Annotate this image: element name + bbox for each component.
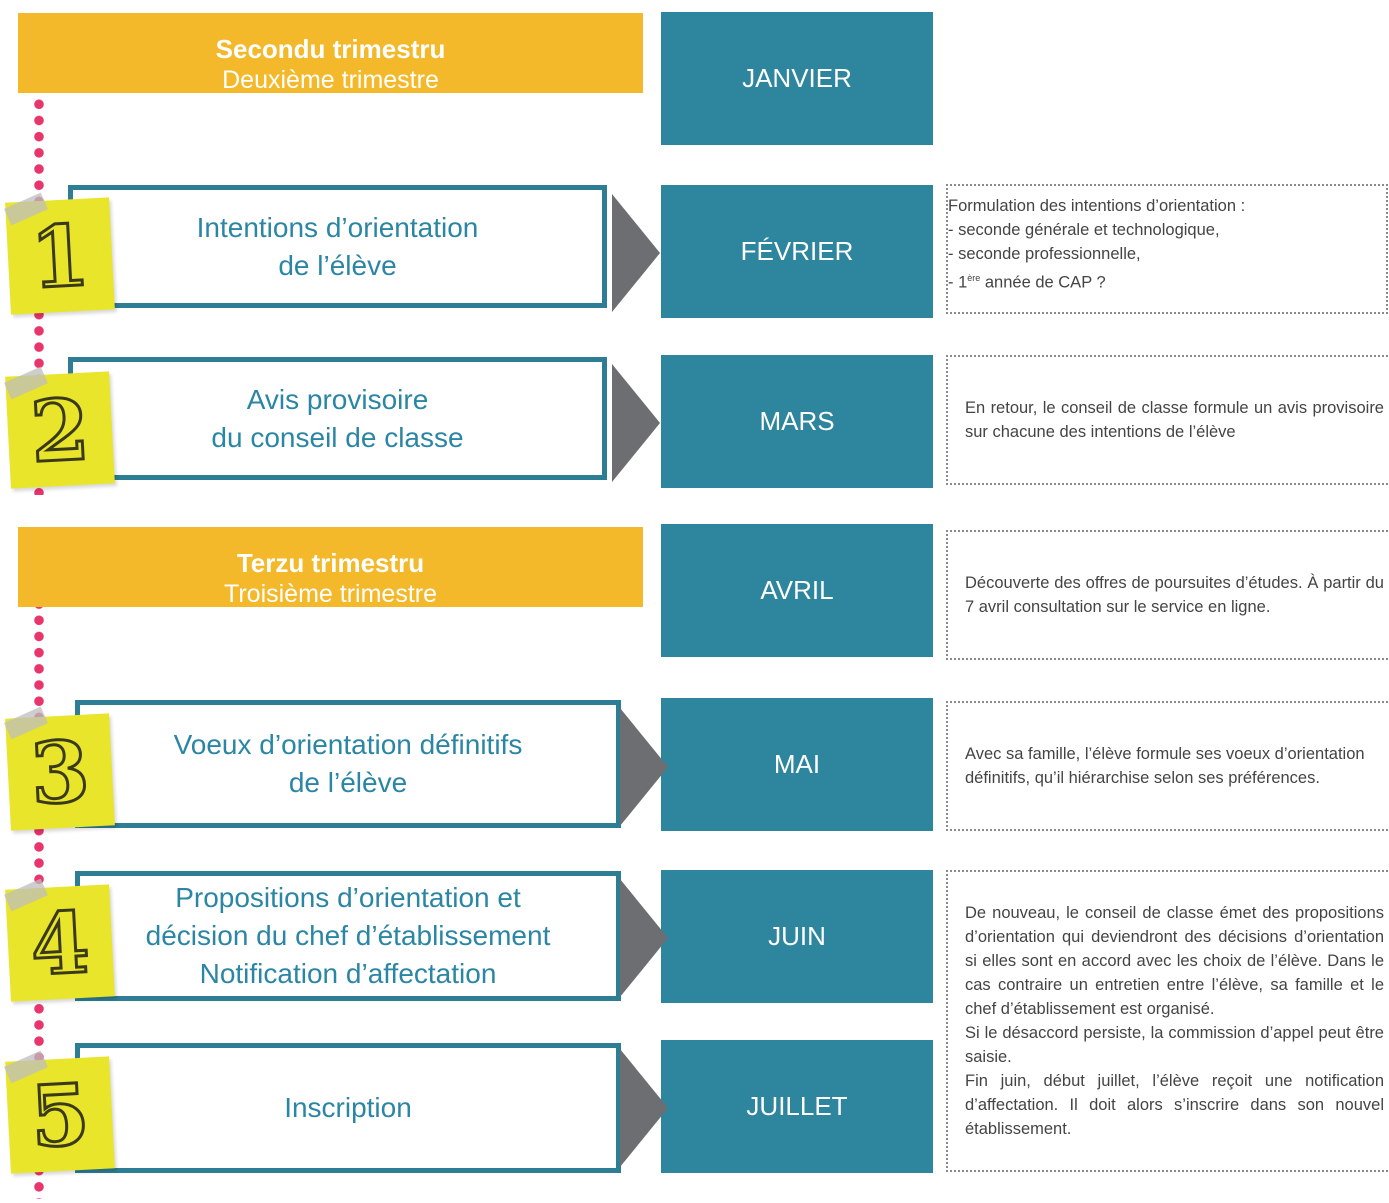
month-box: MAI [661, 698, 933, 831]
step-text-line: Voeux d’orientation définitifs [173, 729, 523, 760]
step-number: 2 [27, 378, 94, 483]
description-paragraph: Si le désaccord persiste, la commission … [965, 1024, 1384, 1066]
description-mars: En retour, le conseil de classe formule … [946, 355, 1388, 485]
arrow-icon [620, 879, 668, 997]
step-text-line: décision du chef d’établissement [145, 920, 551, 951]
step-box: Voeux d’orientation définitifs de l’élèv… [75, 700, 621, 828]
step-text-line: de l’élève [278, 249, 397, 281]
description-mai: Avec sa famille, l’élève formule ses voe… [946, 701, 1388, 831]
month-box: JUILLET [661, 1040, 933, 1173]
trimester-title: Terzu trimestru [236, 548, 425, 578]
trimester-subtitle: Troisième trimestre [224, 580, 437, 608]
month-box: JANVIER [661, 12, 933, 145]
description-juin-juillet: De nouveau, le conseil de classe émet de… [946, 870, 1388, 1172]
description-text: En retour, le conseil de classe formule … [965, 399, 1384, 441]
step-text-line: Avis provisoire [246, 383, 429, 415]
arrow-icon [612, 194, 660, 312]
step-number: 1 [27, 204, 94, 309]
description-avril: Découverte des offres de poursuites d’ét… [946, 530, 1388, 660]
description-paragraph: Fin juin, début juillet, l’élève reçoit … [965, 1072, 1384, 1138]
step-box: Intentions d’orientation de l’élève [68, 185, 607, 308]
trimester-header: Terzu trimestru Troisième trimestre [18, 527, 643, 608]
step-box: Propositions d’orientation et décision d… [75, 871, 621, 1001]
month-box: AVRIL [661, 524, 933, 657]
description-item-prefix: - 1 [948, 273, 968, 292]
description-item: - 1ère année de CAP ? [948, 266, 1382, 295]
arrow-icon [620, 1049, 668, 1167]
trimester-subtitle: Deuxième trimestre [222, 66, 439, 94]
month-box: FÉVRIER [661, 185, 933, 318]
description-item-suffix: année de CAP ? [980, 273, 1106, 292]
step-text-line: Intentions d’orientation [196, 211, 479, 243]
step-text-line: Propositions d’orientation et [175, 882, 521, 913]
description-fevrier: Formulation des intentions d’orientation… [946, 184, 1388, 314]
trimester-title: Secondu trimestru [215, 34, 446, 64]
arrow-icon [620, 708, 668, 826]
step-text-line: Notification d’affectation [199, 958, 497, 989]
description-paragraph: De nouveau, le conseil de classe émet de… [965, 904, 1384, 1018]
step-text-line: Inscription [284, 1092, 412, 1123]
step-box: Inscription [75, 1043, 621, 1173]
step-text-line: de l’élève [288, 767, 408, 798]
step-number: 4 [27, 891, 94, 996]
description-item: - seconde professionnelle, [948, 245, 1141, 263]
step-number: 5 [27, 1063, 94, 1168]
description-intro: Formulation des intentions d’orientation… [948, 197, 1246, 215]
ordinal-suffix: ère [967, 273, 981, 283]
step-text-line: du conseil de classe [211, 421, 464, 453]
arrow-icon [612, 364, 660, 482]
description-text: Avec sa famille, l’élève formule ses voe… [965, 745, 1365, 787]
description-item: - seconde générale et technologique, [948, 221, 1220, 239]
month-box: JUIN [661, 870, 933, 1003]
step-number: 3 [27, 720, 94, 825]
trimester-header: Secondu trimestru Deuxième trimestre [18, 13, 643, 94]
step-box: Avis provisoire du conseil de classe [68, 357, 607, 480]
month-box: MARS [661, 355, 933, 488]
description-text: Découverte des offres de poursuites d’ét… [965, 574, 1384, 616]
